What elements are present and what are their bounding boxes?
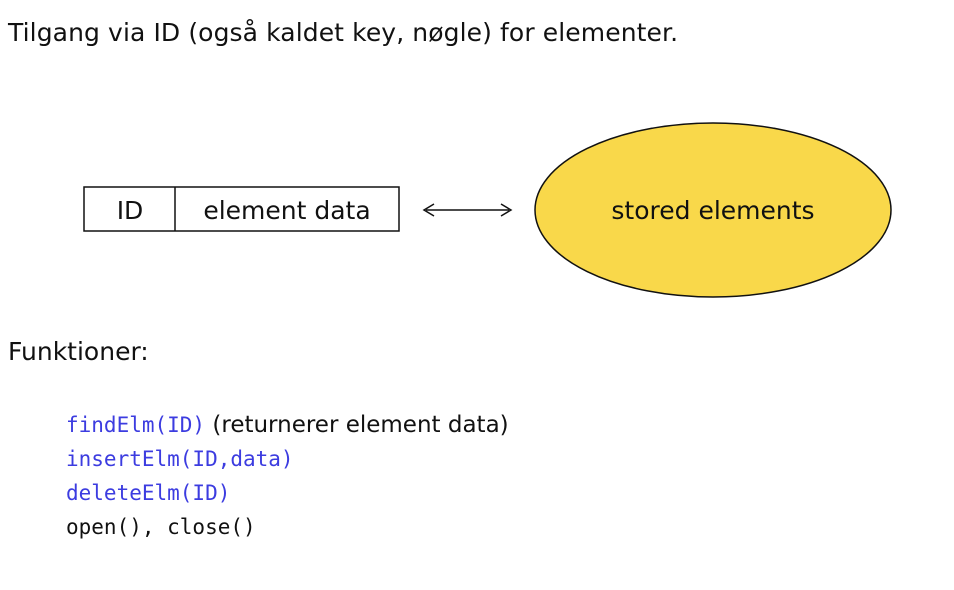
record-id-field: ID: [117, 196, 144, 225]
double-arrow: [422, 203, 513, 217]
arrow-head-left-icon: [422, 203, 435, 217]
record-outline: [83, 186, 400, 232]
page-heading: Tilgang via ID (også kaldet key, nøgle) …: [8, 18, 679, 47]
function-item: open(), close(): [66, 510, 509, 544]
function-find-code: findElm(ID): [66, 413, 206, 437]
record-box: ID element data: [83, 186, 400, 232]
function-item: deleteElm(ID): [66, 476, 509, 510]
stored-elements-label: stored elements: [611, 196, 814, 225]
function-insert-code: insertElm(ID,data): [66, 447, 294, 471]
functions-label: Funktioner:: [8, 337, 149, 366]
function-find-note: (returnerer element data): [205, 412, 509, 438]
arrow-head-right-icon: [500, 203, 513, 217]
function-list: findElm(ID) (returnerer element data) in…: [66, 408, 509, 544]
record-data-field: element data: [203, 196, 370, 225]
stored-elements-ellipse: stored elements: [534, 122, 892, 298]
function-delete-code: deleteElm(ID): [66, 481, 231, 505]
function-item: insertElm(ID,data): [66, 442, 509, 476]
function-item: findElm(ID) (returnerer element data): [66, 408, 509, 442]
function-open-close-code: open(), close(): [66, 515, 256, 539]
